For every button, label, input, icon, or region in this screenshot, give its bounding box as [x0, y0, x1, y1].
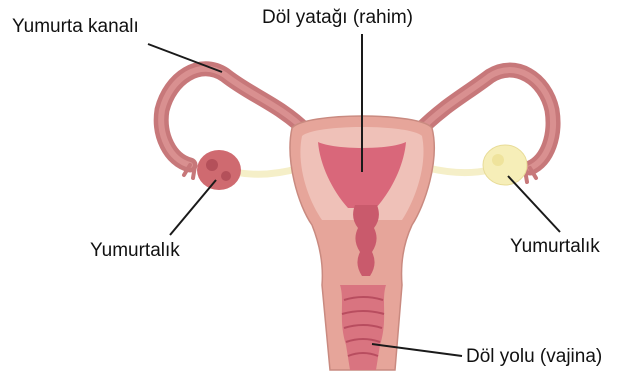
ovary-right-follicle [492, 154, 504, 166]
leader-line-ovary-right [508, 176, 560, 232]
ovary-right [483, 145, 527, 185]
ovary-left [197, 150, 241, 190]
ligament-left [235, 168, 300, 174]
label-vagina: Döl yolu (vajina) [466, 346, 602, 368]
label-fallopian-tube: Yumurta kanalı [12, 16, 139, 38]
ligament-right [428, 168, 490, 173]
ovary-left-follicle [206, 159, 218, 171]
leader-line-ovary-left [170, 180, 216, 235]
label-ovary-left: Yumurtalık [90, 240, 180, 262]
label-ovary-right: Yumurtalık [510, 236, 600, 258]
label-uterus: Döl yatağı (rahim) [262, 7, 413, 29]
ovary-left-follicle [221, 171, 231, 181]
